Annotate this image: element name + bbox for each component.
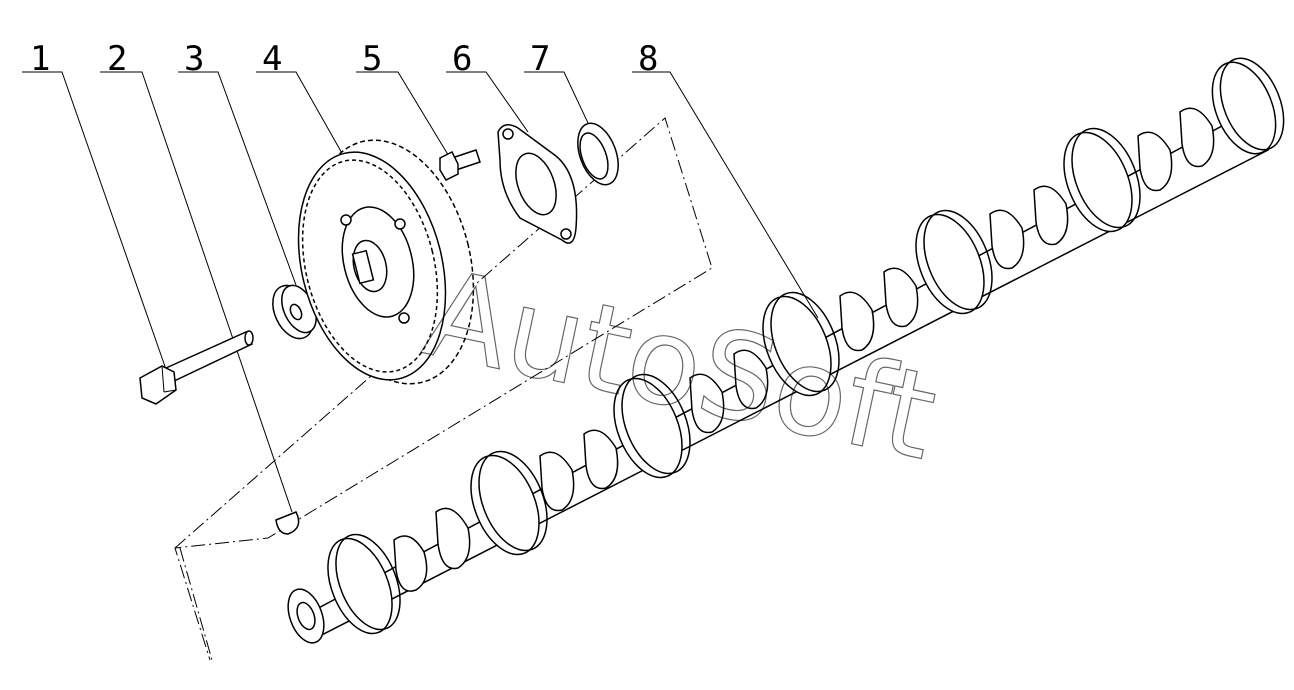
leader-lines <box>22 71 819 513</box>
leader-5 <box>356 71 451 159</box>
woodruff-key <box>275 511 300 535</box>
callout-5: 5 <box>362 39 382 79</box>
camshaft-gear <box>297 139 475 385</box>
thrust-plate <box>497 124 578 244</box>
leader-6 <box>446 71 529 133</box>
callout-8: 8 <box>638 39 658 79</box>
camshaft-journals <box>327 57 1285 635</box>
bolt <box>139 330 254 405</box>
callout-numbers: 1 2 3 4 5 6 7 8 <box>30 39 658 79</box>
leader-1 <box>22 71 169 376</box>
spacer-ring <box>577 122 619 186</box>
leader-7 <box>524 71 597 141</box>
callout-4: 4 <box>262 39 282 79</box>
callout-1: 1 <box>30 39 50 79</box>
callout-3: 3 <box>184 39 204 79</box>
leader-8 <box>632 71 819 319</box>
leader-3 <box>178 71 297 286</box>
assembly-boundary <box>174 117 713 661</box>
camshaft <box>287 57 1285 644</box>
small-bolt <box>439 149 481 181</box>
callout-7: 7 <box>530 39 550 79</box>
callout-6: 6 <box>452 39 472 79</box>
callout-2: 2 <box>107 39 127 79</box>
camshaft-lobes <box>393 107 1215 592</box>
leader-4 <box>256 71 357 179</box>
leader-2 <box>100 71 293 513</box>
